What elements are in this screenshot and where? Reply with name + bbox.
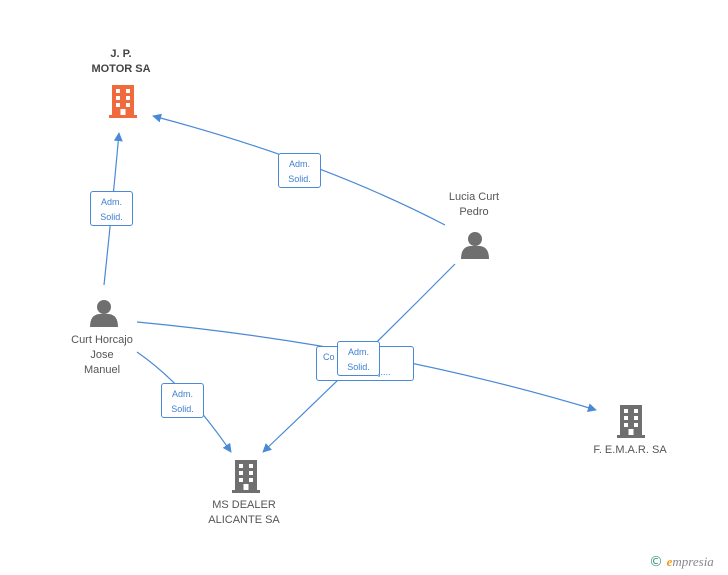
- node-label-femar[interactable]: F. E.M.A.R. SA: [580, 443, 680, 458]
- edge-label-line: Solid.: [171, 404, 194, 414]
- edge-label-adm-solid[interactable]: Adm. Solid.: [337, 341, 380, 376]
- node-label-ms-dealer[interactable]: MS DEALER ALICANTE SA: [194, 498, 294, 528]
- edge-label-adm-solid[interactable]: Adm. Solid.: [90, 191, 133, 226]
- edge-label-adm-solid[interactable]: Adm. Solid.: [278, 153, 321, 188]
- person-icon: [461, 232, 489, 259]
- node-label-line: MOTOR SA: [91, 63, 151, 75]
- node-label-line: Curt Horcajo: [71, 334, 133, 346]
- node-label-line: Jose: [90, 349, 114, 361]
- building-icon: [617, 405, 645, 438]
- building-icon: [109, 85, 137, 118]
- node-label-line: Lucia Curt: [448, 191, 500, 203]
- node-label-line: MS DEALER: [212, 499, 276, 511]
- brand-initial: e: [666, 554, 673, 569]
- brand-name-rest: mpresia: [672, 554, 714, 569]
- node-label-line: J. P.: [110, 48, 132, 60]
- edge-label-line: Solid.: [288, 174, 311, 184]
- copyright-symbol: ©: [649, 554, 663, 570]
- edge-label-line: Adm.: [100, 197, 122, 207]
- edge-label-line: Solid.: [347, 362, 370, 372]
- brand-name: empresia: [667, 554, 714, 569]
- edge-label-line: Solid.: [100, 212, 123, 222]
- edge-label-line: Adm.: [347, 347, 369, 357]
- empresia-logo: © empresia: [649, 554, 714, 570]
- node-label-line: F. E.M.A.R. SA: [593, 444, 667, 456]
- building-icon: [232, 460, 260, 493]
- node-label-line: Pedro: [459, 206, 489, 218]
- edge-label-line: Adm.: [171, 389, 193, 399]
- node-label-jp-motor[interactable]: J. P. MOTOR SA: [71, 47, 171, 77]
- edge-label-line: Adm.: [288, 159, 310, 169]
- edge-label-line: Co: [323, 352, 335, 362]
- edge-label-adm-solid[interactable]: Adm. Solid.: [161, 383, 204, 418]
- person-icon: [90, 300, 118, 327]
- node-label-line: Manuel: [83, 364, 121, 376]
- node-label-curt-horcajo[interactable]: Curt Horcajo Jose Manuel: [52, 333, 152, 378]
- node-label-line: ALICANTE SA: [208, 514, 280, 526]
- node-label-lucia[interactable]: Lucia Curt Pedro: [424, 190, 524, 220]
